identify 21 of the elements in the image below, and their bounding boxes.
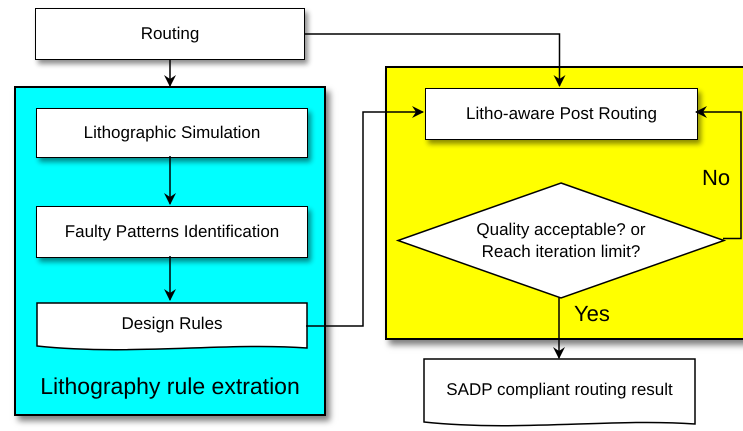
connector-arrow — [164, 156, 176, 205]
connector-arrow — [553, 297, 565, 359]
node-label: Litho-aware Post Routing — [465, 103, 658, 125]
group-panel — [385, 66, 743, 340]
node-label: Quality acceptable? or Reach iteration limit? — [475, 218, 647, 262]
node-label: Design Rules — [120, 313, 224, 335]
connector-arrow — [164, 60, 176, 87]
process-box — [35, 8, 305, 60]
connector-arrow — [305, 33, 566, 87]
process-box — [36, 108, 308, 158]
connector-arrow — [164, 256, 176, 301]
connector-arrow — [306, 106, 424, 327]
node-label: Lithographic Simulation — [82, 122, 262, 144]
node-label: Routing — [140, 23, 200, 45]
node-label: SADP compliant routing result — [445, 379, 674, 401]
group-title: Lithography rule extration — [39, 372, 301, 400]
connector-arrow — [695, 106, 742, 240]
group-panel — [14, 86, 326, 416]
node-label: Faulty Patterns Identification — [64, 221, 280, 243]
process-box — [425, 88, 698, 140]
process-box — [36, 206, 308, 258]
